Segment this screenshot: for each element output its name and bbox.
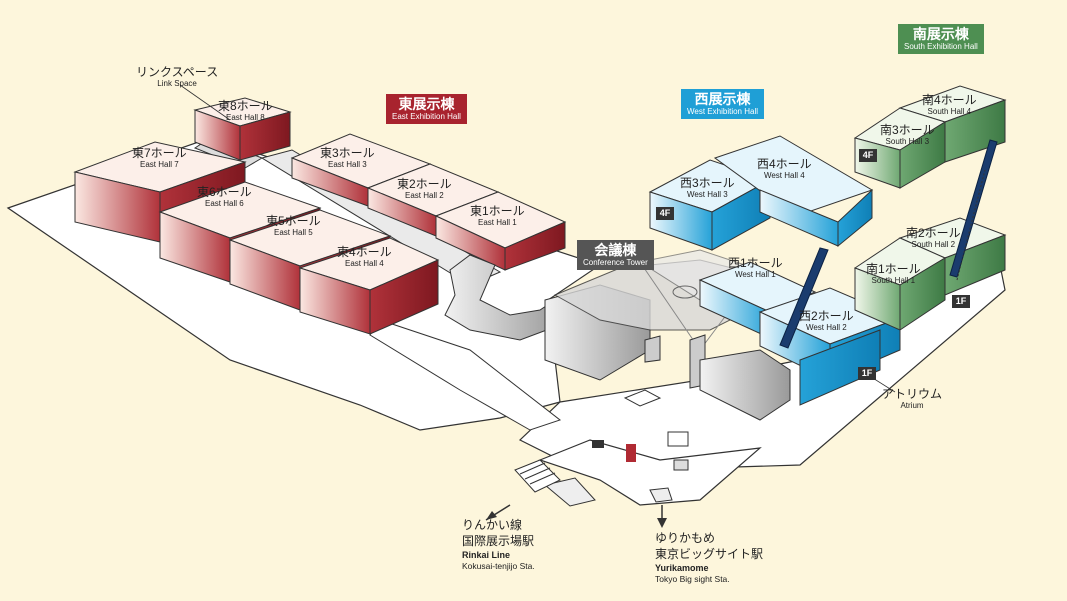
hall-name-jp: 東5ホール	[266, 214, 321, 228]
rinkai-line-en: Rinkai Line	[462, 550, 511, 560]
west-tag-en: West Exhibition Hall	[687, 107, 758, 116]
south-halls	[853, 85, 1007, 331]
rinkai-station-jp: 国際展示場駅	[462, 534, 535, 548]
east-halls	[73, 97, 567, 335]
atrium-en: Atrium	[900, 401, 924, 410]
hall-name-en: East Hall 8	[226, 113, 265, 122]
yurikamome-line-en: Yurikamome	[655, 563, 709, 573]
hall-name-jp: 西2ホール	[799, 309, 854, 323]
rinkai-line-jp: りんかい線	[462, 518, 523, 532]
hall-name-jp: 東4ホール	[337, 245, 392, 259]
hall-name-jp: 南2ホール	[906, 226, 961, 240]
east-tag-en: East Exhibition Hall	[392, 112, 461, 121]
hall-name-jp: 南4ホール	[922, 93, 977, 107]
hall-name-en: West Hall 2	[805, 323, 847, 332]
station-rinkai[interactable]: りんかい線 国際展示場駅 Rinkai Line Kokusai-tenjijo…	[462, 517, 535, 572]
link-space-jp: リンクスペース	[136, 65, 219, 79]
conference-tag-en: Conference Tower	[583, 258, 648, 267]
hall-name-jp: 東6ホール	[197, 185, 252, 199]
hall-name-en: South Hall 4	[927, 107, 972, 116]
hall-name-en: East Hall 2	[405, 191, 444, 200]
yurikamome-line-jp: ゆりかもめ	[655, 531, 716, 545]
rinkai-station-en: Kokusai-tenjijo Sta.	[462, 561, 535, 571]
hall-name-en: West Hall 3	[686, 190, 728, 199]
hall-name-jp: 東3ホール	[320, 146, 375, 160]
link-space-en: Link Space	[157, 79, 197, 88]
hall-name-jp: 東7ホール	[132, 146, 187, 160]
hall-name-en: South Hall 2	[911, 240, 956, 249]
vehicles	[592, 431, 689, 471]
floor-badge-west-4f: 4F	[656, 207, 674, 220]
south-tag-jp: 南展示棟	[912, 26, 969, 42]
hall-name-jp: 東1ホール	[470, 204, 525, 218]
hall-name-en: West Hall 4	[763, 171, 805, 180]
hall-name-en: West Hall 1	[734, 270, 776, 279]
atrium-jp: アトリウム	[882, 387, 943, 401]
west-halls	[648, 135, 902, 406]
hall-name-en: East Hall 1	[478, 218, 517, 227]
hall-name-en: East Hall 6	[205, 199, 244, 208]
hall-name-jp: 東8ホール	[218, 99, 273, 113]
floor-badge-south-1f: 1F	[952, 295, 970, 308]
floor-badge-west-1f: 1F	[858, 367, 876, 380]
west-tag-jp: 西展示棟	[694, 91, 751, 107]
conference-tag-jp: 会議棟	[594, 242, 637, 258]
link-space-label: リンクスペース Link Space	[136, 65, 219, 89]
conference-tower-tag: 会議棟 Conference Tower	[577, 240, 654, 270]
east-exhibition-tag: 東展示棟 East Exhibition Hall	[386, 94, 467, 124]
hall-name-jp: 西4ホール	[757, 157, 812, 171]
hall-name-jp: 南1ホール	[866, 262, 921, 276]
escalators	[779, 139, 998, 349]
hall-name-en: East Hall 3	[328, 160, 367, 169]
station-yurikamome[interactable]: ゆりかもめ 東京ビッグサイト駅 Yurikamome Tokyo Big sig…	[655, 530, 763, 585]
west-exhibition-tag: 西展示棟 West Exhibition Hall	[681, 89, 764, 119]
floor-badge-south-4f: 4F	[859, 149, 877, 162]
hall-name-en: East Hall 7	[140, 160, 179, 169]
east-tag-jp: 東展示棟	[398, 96, 455, 112]
hall-name-en: South Hall 1	[871, 276, 916, 285]
stairs	[514, 459, 561, 493]
south-exhibition-tag: 南展示棟 South Exhibition Hall	[898, 24, 984, 54]
atrium-label: アトリウム Atrium	[882, 387, 943, 411]
hall-name-jp: 東2ホール	[397, 177, 452, 191]
hall-name-jp: 南3ホール	[880, 123, 935, 137]
south-tag-en: South Exhibition Hall	[904, 42, 978, 51]
hall-name-jp: 西1ホール	[728, 256, 783, 270]
hall-name-jp: 西3ホール	[680, 176, 735, 190]
hall-name-en: East Hall 4	[345, 259, 384, 268]
yurikamome-station-jp: 東京ビッグサイト駅	[655, 547, 764, 561]
hall-name-en: East Hall 5	[274, 228, 313, 237]
yurikamome-station-en: Tokyo Big sight Sta.	[655, 574, 730, 584]
hall-name-en: South Hall 3	[885, 137, 930, 146]
